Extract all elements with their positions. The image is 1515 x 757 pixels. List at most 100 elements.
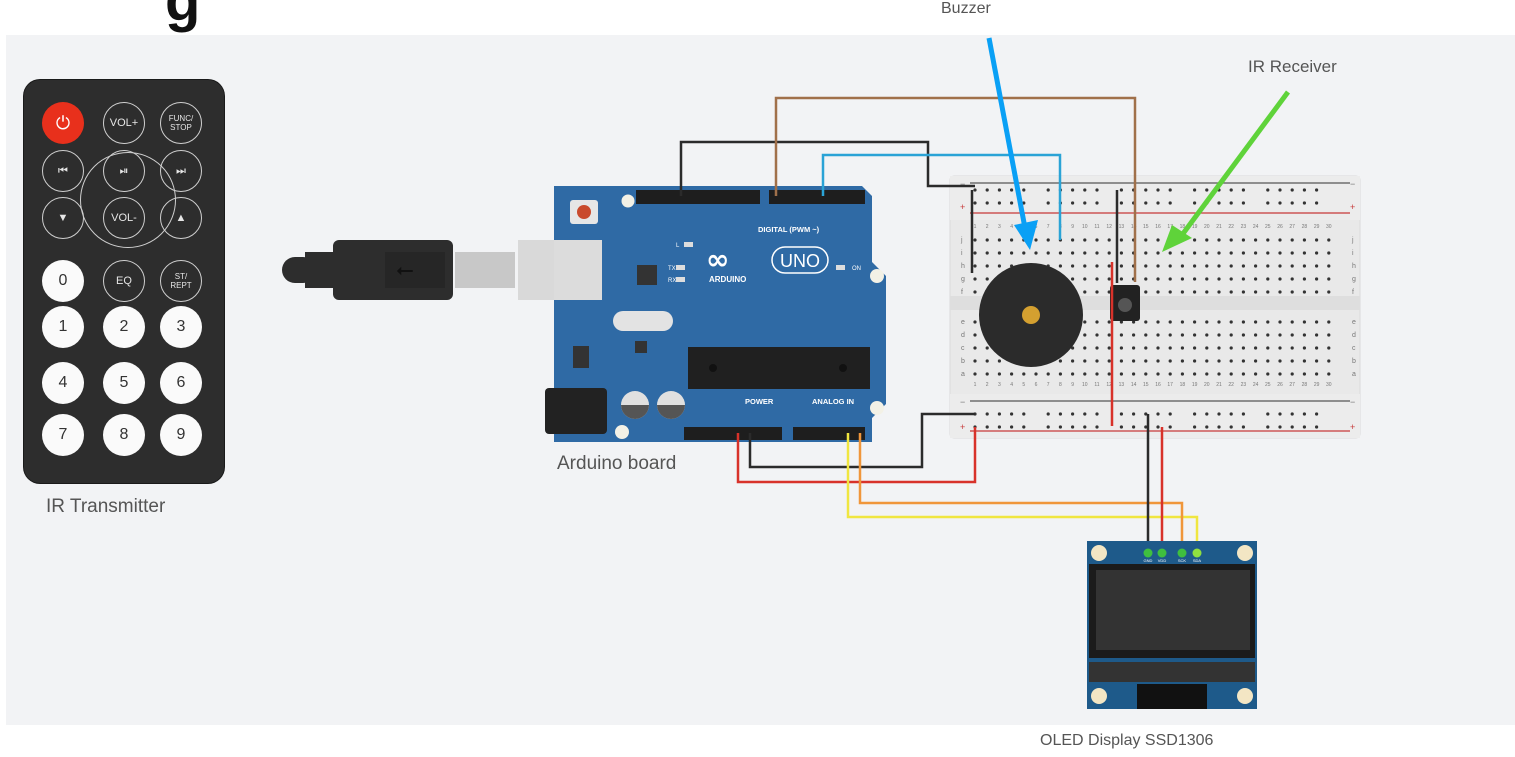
breadboard-hole [1180,346,1184,350]
breadboard-hole [1205,238,1209,242]
breadboard-hole [997,251,1002,255]
breadboard-hole [1168,372,1172,376]
breadboard-hole [1132,425,1136,429]
breadboard-hole [985,372,989,376]
breadboard-hole [1327,264,1331,268]
led-label: L [676,243,680,249]
breadboard-hole [985,425,989,429]
breadboard-hole [1315,320,1319,324]
breadboard-hole [1180,359,1184,363]
button-label: EQ [116,275,132,287]
breadboard-hole [1290,333,1294,337]
breadboard-hole [1071,412,1075,416]
breadboard-hole [1083,412,1087,416]
breadboard-hole [1095,277,1099,281]
remote-button-func-stop[interactable]: FUNC/ STOP [160,102,202,144]
breadboard-hole [1010,425,1014,429]
remote-button-next[interactable]: ⏭ [160,150,202,192]
breadboard-hole [1241,412,1245,416]
remote-button-1[interactable]: 1 [42,306,84,348]
remote-button-7[interactable]: 7 [42,414,84,456]
oled-label: OLED Display SSD1306 [1040,732,1214,749]
remote-button-previous[interactable]: ⏮ [42,150,84,192]
breadboard-hole [1144,372,1148,376]
row-letter: i [961,250,963,257]
oled-pin-label: SDA [1193,558,1202,563]
remote-button-power[interactable]: ⏻ [42,102,84,144]
remote-button-eq[interactable]: EQ [103,260,145,302]
breadboard-hole [1156,238,1160,242]
breadboard-hole [1266,251,1270,255]
column-number: 21 [1216,224,1222,230]
led-indicator [676,277,685,282]
breadboard-hole [1254,277,1258,281]
breadboard-hole [985,188,989,192]
breadboard-hole [1315,290,1319,294]
breadboard-hole [1156,251,1160,255]
breadboard-hole [1266,188,1270,192]
button-label: ST/ REPT [170,272,192,290]
remote-button-up[interactable]: ▲ [160,197,202,239]
remote-button-vol-[interactable]: VOL+ [103,102,145,144]
remote-button-2[interactable]: 2 [103,306,145,348]
breadboard-hole [1229,425,1233,429]
breadboard-hole [1327,333,1331,337]
breadboard-hole [1144,290,1148,294]
rail-sign: − [960,397,965,407]
breadboard-hole [1327,277,1331,281]
column-number: 24 [1253,382,1259,388]
breadboard-hole [1119,372,1123,376]
column-number: 10 [1082,224,1088,230]
wires [679,96,1199,553]
breadboard-hole [1083,372,1087,376]
remote-button-9[interactable]: 9 [160,414,202,456]
breadboard-hole [1083,264,1087,268]
remote-button-vol-[interactable]: VOL- [103,197,145,239]
breadboard-hole [1132,372,1136,376]
breadboard-hole [1144,251,1148,255]
breadboard-hole [1278,201,1282,205]
breadboard-hole [1180,333,1184,337]
remote-button-8[interactable]: 8 [103,414,145,456]
breadboard-hole [1083,346,1087,350]
svg-text:ARDUINO: ARDUINO [709,275,746,284]
breadboard-hole [1193,251,1197,255]
breadboard-hole [1205,372,1209,376]
breadboard-hole [1180,251,1184,255]
column-number: 29 [1314,382,1320,388]
column-number: 3 [998,224,1001,230]
breadboard-hole [1107,372,1111,376]
breadboard-hole [1095,359,1099,363]
breadboard-hole [1229,412,1233,416]
breadboard-hole [1144,320,1148,324]
remote-button-0[interactable]: 0 [42,260,84,302]
breadboard-hole [1168,264,1172,268]
svg-text:UNO: UNO [780,251,820,271]
remote-button-play-pause[interactable]: ⏯ [103,150,145,192]
remote-button-6[interactable]: 6 [160,362,202,404]
breadboard-hole [1058,412,1062,416]
breadboard-hole [1107,333,1111,337]
breadboard-hole [1144,238,1148,242]
breadboard-hole [1278,251,1282,255]
breadboard-hole [1229,333,1233,337]
breadboard-hole [1278,346,1282,350]
breadboard-hole [1278,425,1282,429]
breadboard-hole [1266,359,1270,363]
breadboard-hole [1327,320,1331,324]
remote-button-3[interactable]: 3 [160,306,202,348]
breadboard-hole [1254,264,1258,268]
remote-button-4[interactable]: 4 [42,362,84,404]
remote-button-st-rept[interactable]: ST/ REPT [160,260,202,302]
breadboard-hole [1083,238,1087,242]
remote-button-down[interactable]: ▼ [42,197,84,239]
oled-pin [1177,548,1187,558]
breadboard-hole [1266,333,1270,337]
breadboard-hole [1217,251,1221,255]
remote-button-5[interactable]: 5 [103,362,145,404]
breadboard-hole [985,251,989,255]
breadboard-hole [1022,372,1026,376]
breadboard-hole [1217,290,1221,294]
column-number: 20 [1204,382,1210,388]
breadboard-hole [1071,264,1075,268]
